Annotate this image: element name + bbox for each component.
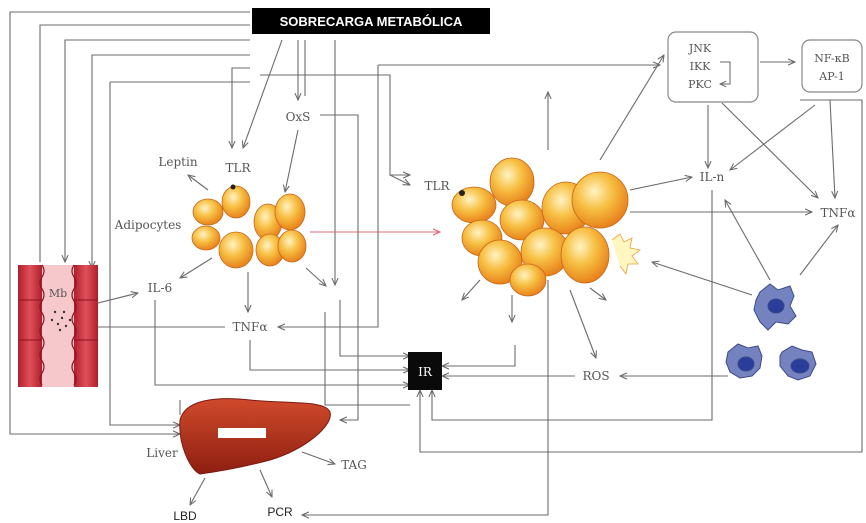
label-tnfa-right: TNFα [821,206,856,220]
label-tlr-left: TLR [225,161,251,175]
liver-label-box [218,428,266,438]
label-ikk: IKK [690,60,712,73]
label-oxs: OxS [286,110,311,124]
label-ap1: AP-1 [818,70,844,83]
label-ros: ROS [582,369,609,383]
ir-box: IR [408,352,442,390]
label-pkc: PKC [688,78,712,91]
label-liver: Liver [146,446,178,460]
label-lbd: LBD [173,509,197,523]
macrophages [726,284,816,380]
label-mb: Mb [49,287,67,300]
label-tlr-right: TLR [424,179,450,193]
label-il-right: IL-n [700,170,725,184]
label-tnfa-center: TNFα [233,320,268,334]
adipocytes-small [192,185,306,269]
kinase-box: JNK IKK PKC [668,32,758,102]
label-adipocytes: Adipocytes [114,218,182,232]
adipocytes-large [452,158,640,296]
transcription-box: NF-κB AP-1 [802,40,862,92]
label-pcr: PCR [267,505,293,519]
label-jnk: JNK [688,42,712,55]
liver-organ [180,399,331,474]
label-leptin: Leptin [158,155,197,169]
muscle-tissue: Mb [18,265,98,387]
label-nfkb: NF-κB [814,52,849,65]
label-ir: IR [418,365,433,379]
banner: SOBRECARGA METABÓLICA [252,8,490,34]
label-il6: IL-6 [148,281,172,295]
banner-title: SOBRECARGA METABÓLICA [280,14,463,29]
label-tag: TAG [341,458,367,472]
